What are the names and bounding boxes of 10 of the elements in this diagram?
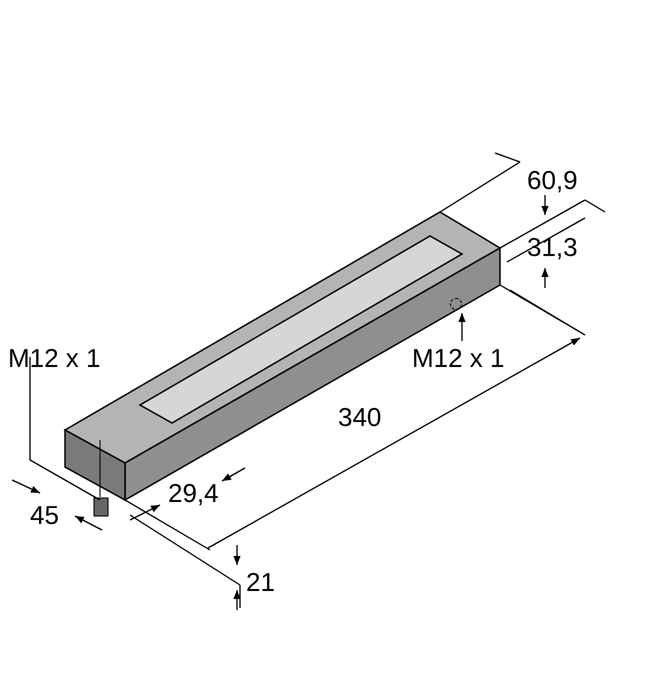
dimension-value: 60,9 xyxy=(527,165,578,195)
leader-line xyxy=(458,313,466,341)
dimension-value: 31,3 xyxy=(527,232,578,262)
dimension-value: 29,4 xyxy=(168,478,219,508)
mounting-hole xyxy=(450,298,462,310)
dimension-value: 340 xyxy=(338,402,382,432)
dimension-value: 21 xyxy=(246,567,275,597)
thread-label: M12 x 1 xyxy=(8,343,100,373)
dimension-value: 45 xyxy=(30,500,59,530)
thread-label: M12 x 1 xyxy=(412,343,504,373)
